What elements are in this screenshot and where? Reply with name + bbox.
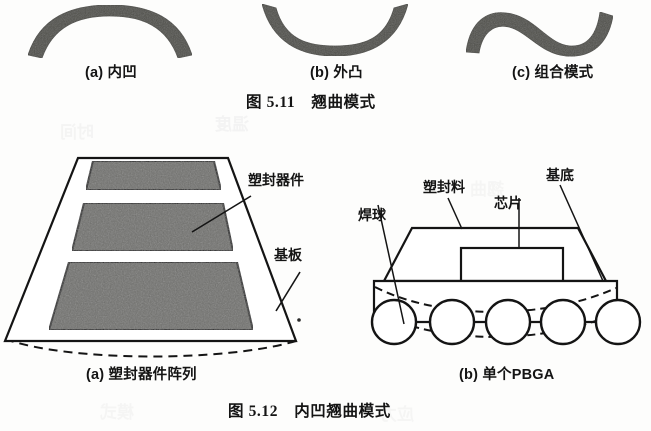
solder-ball-4 [539,298,587,346]
callout-molded-device: 塑封器件 [248,172,304,188]
fig511-panel-label-a: (a) 内凹 [85,65,137,81]
molded-device-2 [70,202,235,252]
molded-device-1 [84,160,223,191]
fig512-panel-label-a: (a) 塑封器件阵列 [86,367,197,383]
leader-line-substrate [559,184,604,282]
warp-shape-convex [261,3,409,57]
leader-line-solder-ball [377,204,405,325]
callout-substrate: 基底 [546,167,574,183]
callout-mold-compound: 塑封料 [423,179,465,195]
ink-speck [297,318,301,322]
fig511-panel-label-c: (c) 组合模式 [512,65,594,81]
warp-shape-concave [27,4,193,59]
fig512-panel-label-b: (b) 单个PBGA [459,367,555,383]
fig511-caption: 图 5.11 翘曲模式 [246,94,376,111]
solder-ball-3 [484,298,532,346]
solder-ball-2 [428,298,476,346]
fig511-panel-label-b: (b) 外凸 [310,65,363,81]
molded-device-3 [47,261,255,331]
callout-substrate-board: 基板 [274,247,302,263]
pbga-panel [370,184,642,346]
warpage-dashed-curve [4,338,297,358]
fig512-caption: 图 5.12 内凹翘曲模式 [228,403,391,420]
callout-die-chip: 芯片 [494,195,522,211]
die-chip-body [459,246,565,283]
solder-ball-1 [370,298,418,346]
device-array-panel [3,156,301,358]
warp-shape-combined [465,11,614,57]
leader-line-mold-compound [447,197,463,230]
leader-line-substrate-board [275,271,301,312]
leader-line-molded-device [191,195,252,233]
solder-ball-5 [594,298,642,346]
callout-solder-ball: 焊球 [358,207,386,223]
